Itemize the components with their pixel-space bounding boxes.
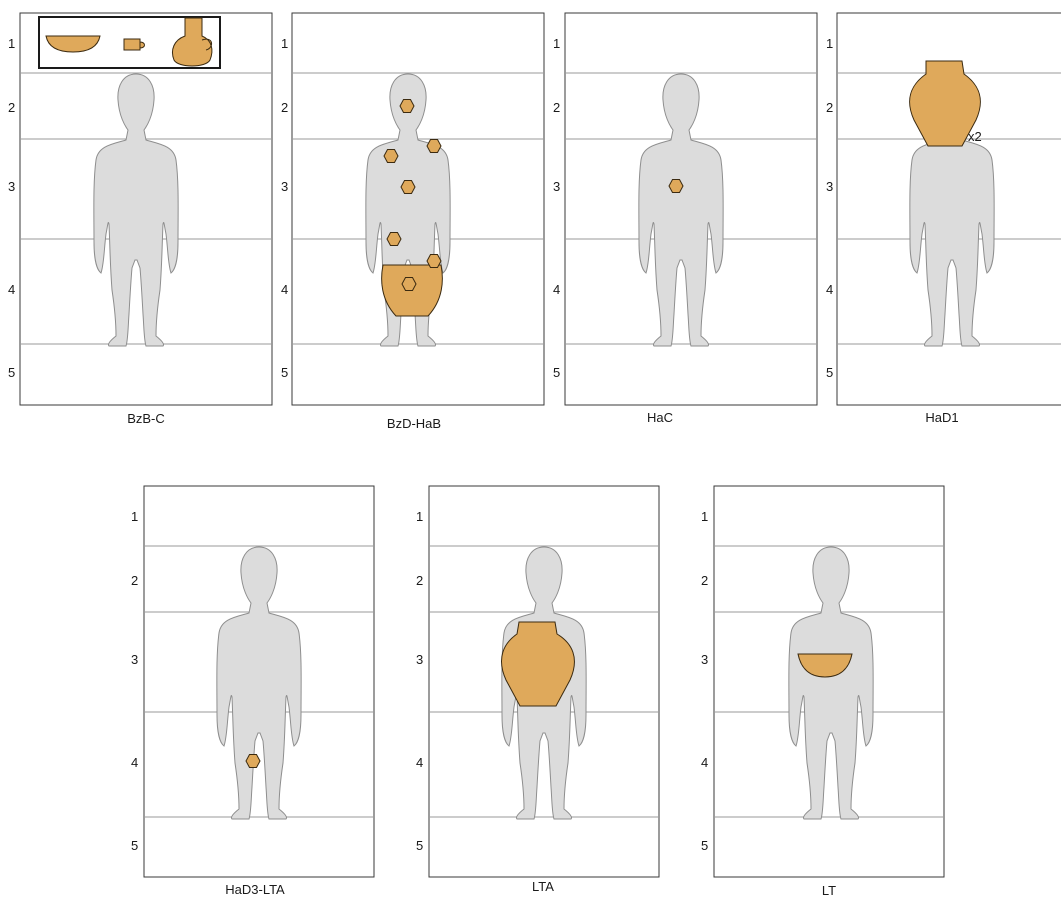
zone-number: 1 — [553, 36, 560, 51]
zone-number: 2 — [553, 100, 560, 115]
zone-number: 5 — [826, 365, 833, 380]
zone-number: 4 — [701, 755, 708, 770]
zone-number: 5 — [553, 365, 560, 380]
panel-label: LT — [822, 883, 836, 898]
bead-icon — [245, 754, 261, 768]
zone-number: 5 — [281, 365, 288, 380]
panel-bzb-c: 1 2 3 4 5 BzB-C — [8, 12, 273, 426]
panel-lt: 1 2 3 4 5 LT — [701, 485, 945, 898]
zone-number: 4 — [8, 282, 15, 297]
panel-had3-lta: 1 2 3 4 5 HaD3-LTA — [131, 485, 375, 897]
zone-number: 5 — [8, 365, 15, 380]
zone-number: 2 — [8, 100, 15, 115]
panel-had1: 1 2 3 4 5 x2 HaD1 — [826, 12, 1061, 425]
panel-label: HaD3-LTA — [225, 882, 285, 897]
large-vessel-icon — [909, 60, 981, 147]
zone-number: 1 — [131, 509, 138, 524]
panel-bzd-hab: 1 2 3 4 5 BzD-HaB — [281, 12, 545, 431]
bead-icon — [401, 277, 417, 291]
zone-number: 1 — [416, 509, 423, 524]
cup-icon — [123, 38, 145, 51]
vessel-set-inset — [38, 16, 221, 69]
zone-number: 2 — [131, 573, 138, 588]
zone-number: 5 — [701, 838, 708, 853]
zone-number: 3 — [826, 179, 833, 194]
zone-number: 4 — [131, 755, 138, 770]
jug-icon — [171, 17, 213, 67]
zone-number: 3 — [131, 652, 138, 667]
zone-number: 3 — [281, 179, 288, 194]
zone-number: 4 — [416, 755, 423, 770]
bead-icon — [426, 254, 442, 268]
panel-label: LTA — [532, 879, 554, 894]
large-vessel-icon — [501, 621, 575, 707]
zone-number: 3 — [553, 179, 560, 194]
zone-number: 2 — [701, 573, 708, 588]
zone-number: 2 — [826, 100, 833, 115]
zone-number: 1 — [281, 36, 288, 51]
multiplier-label: x2 — [968, 129, 982, 144]
panel-lta: 1 2 3 4 5 LTA — [416, 485, 660, 894]
bead-icon — [399, 99, 415, 113]
bowl-icon — [797, 653, 853, 678]
panel-label: BzD-HaB — [387, 416, 441, 431]
zone-number: 4 — [826, 282, 833, 297]
zone-number: 5 — [131, 838, 138, 853]
zone-number: 3 — [416, 652, 423, 667]
bead-icon — [386, 232, 402, 246]
zone-number: 4 — [281, 282, 288, 297]
panel-label: HaD1 — [925, 410, 958, 425]
zone-number: 1 — [8, 36, 15, 51]
bowl-icon — [45, 35, 101, 53]
zone-number: 4 — [553, 282, 560, 297]
bead-icon — [668, 179, 684, 193]
panel-label: HaC — [647, 410, 673, 425]
panel-label: BzB-C — [127, 411, 165, 426]
zone-number: 3 — [8, 179, 15, 194]
zone-number: 3 — [701, 652, 708, 667]
zone-number: 2 — [281, 100, 288, 115]
zone-number: 2 — [416, 573, 423, 588]
bead-icon — [400, 180, 416, 194]
zone-number: 5 — [416, 838, 423, 853]
zone-number: 1 — [701, 509, 708, 524]
bead-icon — [426, 139, 442, 153]
zone-number: 1 — [826, 36, 833, 51]
panel-hac: 1 2 3 4 5 HaC — [553, 12, 818, 425]
bead-icon — [383, 149, 399, 163]
